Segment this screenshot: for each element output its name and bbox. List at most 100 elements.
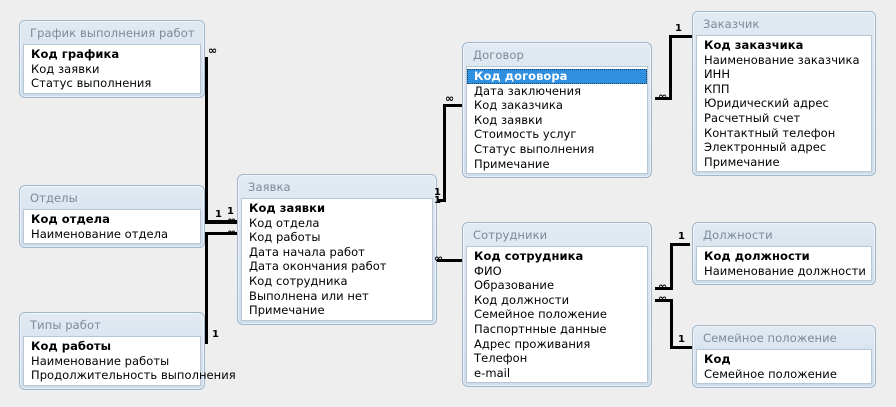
cardinality-zayavka-many-tipy: ∞ [227,226,236,239]
relation-line-zakazchik-dogovor-vertical[interactable] [669,35,672,100]
field-kod-zayavki[interactable]: Код заявки [249,201,326,215]
field-prodolzhitelnost-vypolneniya[interactable]: Продолжительность выполнения [31,368,236,383]
table-field-list: Код заказчика Наименование заказчика ИНН… [696,35,872,173]
relation-line-semejnoe-sotr-top[interactable] [655,299,673,302]
field-raschetnyj-schet[interactable]: Расчетный счет [704,110,801,125]
field-status-vypolneniya[interactable]: Статус выполнения [474,141,595,156]
table-field-list: Код договора Дата заключения Код заказчи… [466,66,648,175]
field-vypolnena-ili-net[interactable]: Выполнена или нет [249,288,369,303]
field-kod-sotrudnika[interactable]: Код сотрудника [474,249,584,263]
table-semejnoe-polozhenie[interactable]: Семейное положение Код Семейное положени… [692,325,876,389]
field-kod-zakazchika[interactable]: Код заказчика [474,98,563,113]
cardinality-dogovor-many-zayavka: ∞ [445,92,454,105]
field-naimenovanie-zakazchika[interactable]: Наименование заказчика [704,52,860,67]
field-elektronnyj-adres[interactable]: Электронный адрес [704,140,827,155]
relation-line-zayavka-grafik-vertical[interactable] [205,57,208,223]
field-kod-zayavki[interactable]: Код заявки [474,112,543,127]
relation-line-otdely-zayavka[interactable] [195,221,240,224]
field-data-okonchaniya-rabot[interactable]: Дата окончания работ [249,259,387,274]
relation-line-zayavka-dogovor-bottom[interactable] [430,199,446,202]
table-title: График выполнения работ [30,26,195,40]
table-field-list: Код сотрудника ФИО Образование Код должн… [466,246,648,384]
field-kod-otdela[interactable]: Код отдела [31,212,110,226]
cardinality-zayavka-one-grafik: 1 [227,206,234,217]
relation-line-doljnosti-sotr-bottom[interactable] [655,287,673,290]
table-title: Типы работ [30,318,101,332]
field-fio[interactable]: ФИО [474,263,502,278]
field-inn[interactable]: ИНН [704,67,731,82]
relation-line-zayavka-dogovor-top[interactable] [443,104,462,107]
relation-line-semejnoe-sotr-vertical[interactable] [670,299,673,349]
field-semejnoe-polozhenie[interactable]: Семейное положение [704,366,837,381]
cardinality-grafik-many: ∞ [208,44,217,57]
table-field-list: Код Семейное положение [696,349,872,385]
relation-line-zayavka-dogovor-vertical[interactable] [443,104,446,202]
relation-line-doljnosti-sotr-top[interactable] [670,243,690,246]
field-semejnoe-polozhenie[interactable]: Семейное положение [474,307,607,322]
field-kod[interactable]: Код [704,352,731,366]
table-sotrudniki[interactable]: Сотрудники Код сотрудника ФИО Образовани… [462,222,652,388]
field-kod-zayavki[interactable]: Код заявки [31,61,100,76]
field-kod-dogovora[interactable]: Код договора [467,69,647,84]
table-otdely[interactable]: Отделы Код отдела Наименование отдела [19,185,205,249]
table-dolzhnosti[interactable]: Должности Код должности Наименование дол… [692,222,876,286]
field-data-zaklyucheniya[interactable]: Дата заключения [474,83,582,98]
field-yuridicheskij-adres[interactable]: Юридический адрес [704,96,829,111]
cardinality-doljnosti-one: 1 [678,231,685,242]
field-naimenovanie-dolzhnosti[interactable]: Наименование должности [704,263,866,278]
field-kontaktnyj-telefon[interactable]: Контактный телефон [704,125,836,140]
table-title: Должности [703,228,773,242]
cardinality-sotr-many-doljnosti: ∞ [658,280,667,293]
field-pasportnye-dannye[interactable]: Паспортнные данные [474,321,607,336]
field-kod-dolzhnosti[interactable]: Код должности [704,249,810,263]
field-status-vypolneniya[interactable]: Статус выполнения [31,76,152,91]
cardinality-sotr-many-semejnoe: ∞ [658,292,667,305]
field-stoimost-uslug[interactable]: Стоимость услуг [474,127,577,142]
field-telefon[interactable]: Телефон [474,351,528,366]
field-primechanie[interactable]: Примечание [249,303,325,318]
field-kpp[interactable]: КПП [704,81,730,96]
field-kod-raboty[interactable]: Код работы [249,230,321,245]
cardinality-zayavka-many-otdely: ∞ [227,214,236,227]
table-title: Семейное положение [703,331,837,345]
field-naimenovanie-raboty[interactable]: Наименование работы [31,353,170,368]
table-title: Договор [473,48,524,62]
table-zayavka[interactable]: Заявка Код заявки Код отдела Код работы … [237,174,437,325]
field-kod-zakazchika[interactable]: Код заказчика [704,38,804,52]
table-field-list: Код должности Наименование должности [696,246,872,282]
relation-line-zakazchik-dogovor-bottom[interactable] [655,97,672,100]
cardinality-sotrudniki-one-zayavka: 1 [434,195,441,206]
field-kod-dolzhnosti[interactable]: Код должности [474,292,570,307]
relation-line-tipy-zayavka-vertical[interactable] [205,232,208,344]
relation-line-tipy-zayavka-top[interactable] [205,232,240,235]
cardinality-otdely-one: 1 [215,209,222,220]
field-kod-grafika[interactable]: Код графика [31,47,120,61]
field-primechanie[interactable]: Примечание [474,156,550,171]
field-email[interactable]: e-mail [474,365,511,380]
table-title: Заказчик [703,17,760,31]
relation-line-semejnoe-sotr-bottom[interactable] [670,346,692,349]
table-tipy-rabot[interactable]: Типы работ Код работы Наименование работ… [19,312,236,390]
field-adres-prozhivaniya[interactable]: Адрес проживания [474,336,591,351]
field-data-nachala-rabot[interactable]: Дата начала работ [249,244,365,259]
table-zakazchik[interactable]: Заказчик Код заказчика Наименование зака… [692,11,876,177]
field-kod-sotrudnika[interactable]: Код сотрудника [249,273,348,288]
field-obrazovanie[interactable]: Образование [474,278,555,293]
cardinality-semejnoe-one: 1 [678,334,685,345]
table-field-list: Код работы Наименование работы Продолжит… [23,336,236,386]
table-dogovor[interactable]: Договор Код договора Дата заключения Код… [462,42,652,179]
table-grafik-vypolneniya-rabot[interactable]: График выполнения работ Код графика Код … [19,20,205,98]
cardinality-zayavka-many-sotrudniki: ∞ [434,252,443,265]
table-field-list: Код отдела Наименование отдела [23,209,201,245]
field-naimenovanie-otdela[interactable]: Наименование отдела [31,226,169,241]
field-kod-raboty[interactable]: Код работы [31,339,112,353]
table-title: Сотрудники [473,228,548,242]
cardinality-zayavka-one-dogovor: 1 [434,187,441,198]
field-primechanie[interactable]: Примечание [704,154,780,169]
relation-line-doljnosti-sotr-vertical[interactable] [670,243,673,290]
table-title: Отделы [30,191,78,205]
relation-line-zakazchik-dogovor-top[interactable] [669,35,693,38]
relation-line-sotrudniki-zayavka[interactable] [430,259,462,262]
field-kod-otdela[interactable]: Код отдела [249,215,320,230]
